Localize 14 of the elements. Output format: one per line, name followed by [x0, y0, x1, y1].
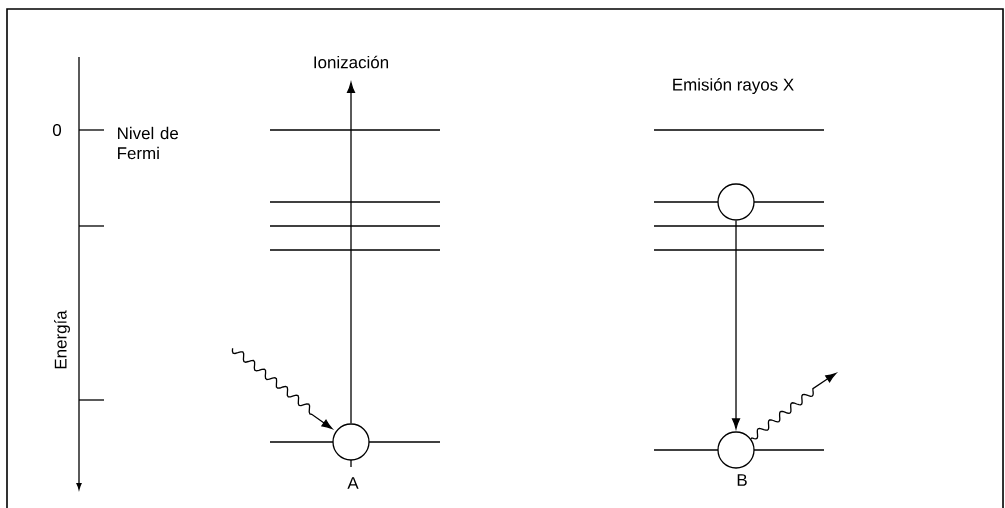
transition-arrow: [346, 82, 356, 424]
transition-arrow: [731, 220, 741, 430]
heading: Emisión rayos X: [673, 78, 794, 94]
circle-label: A: [347, 477, 359, 489]
axis-value: 0: [52, 124, 62, 136]
axis-label: Energía: [54, 310, 70, 369]
electron-circle: [717, 183, 755, 221]
electron-circle: [717, 431, 755, 469]
circle-label: B: [737, 474, 747, 486]
photon-arrow: [231, 347, 333, 430]
electron-circle: [332, 423, 370, 461]
photon-arrow: [750, 372, 837, 440]
level-label: Nivel de Fermi: [118, 126, 178, 160]
heading: Ionización: [314, 55, 388, 69]
